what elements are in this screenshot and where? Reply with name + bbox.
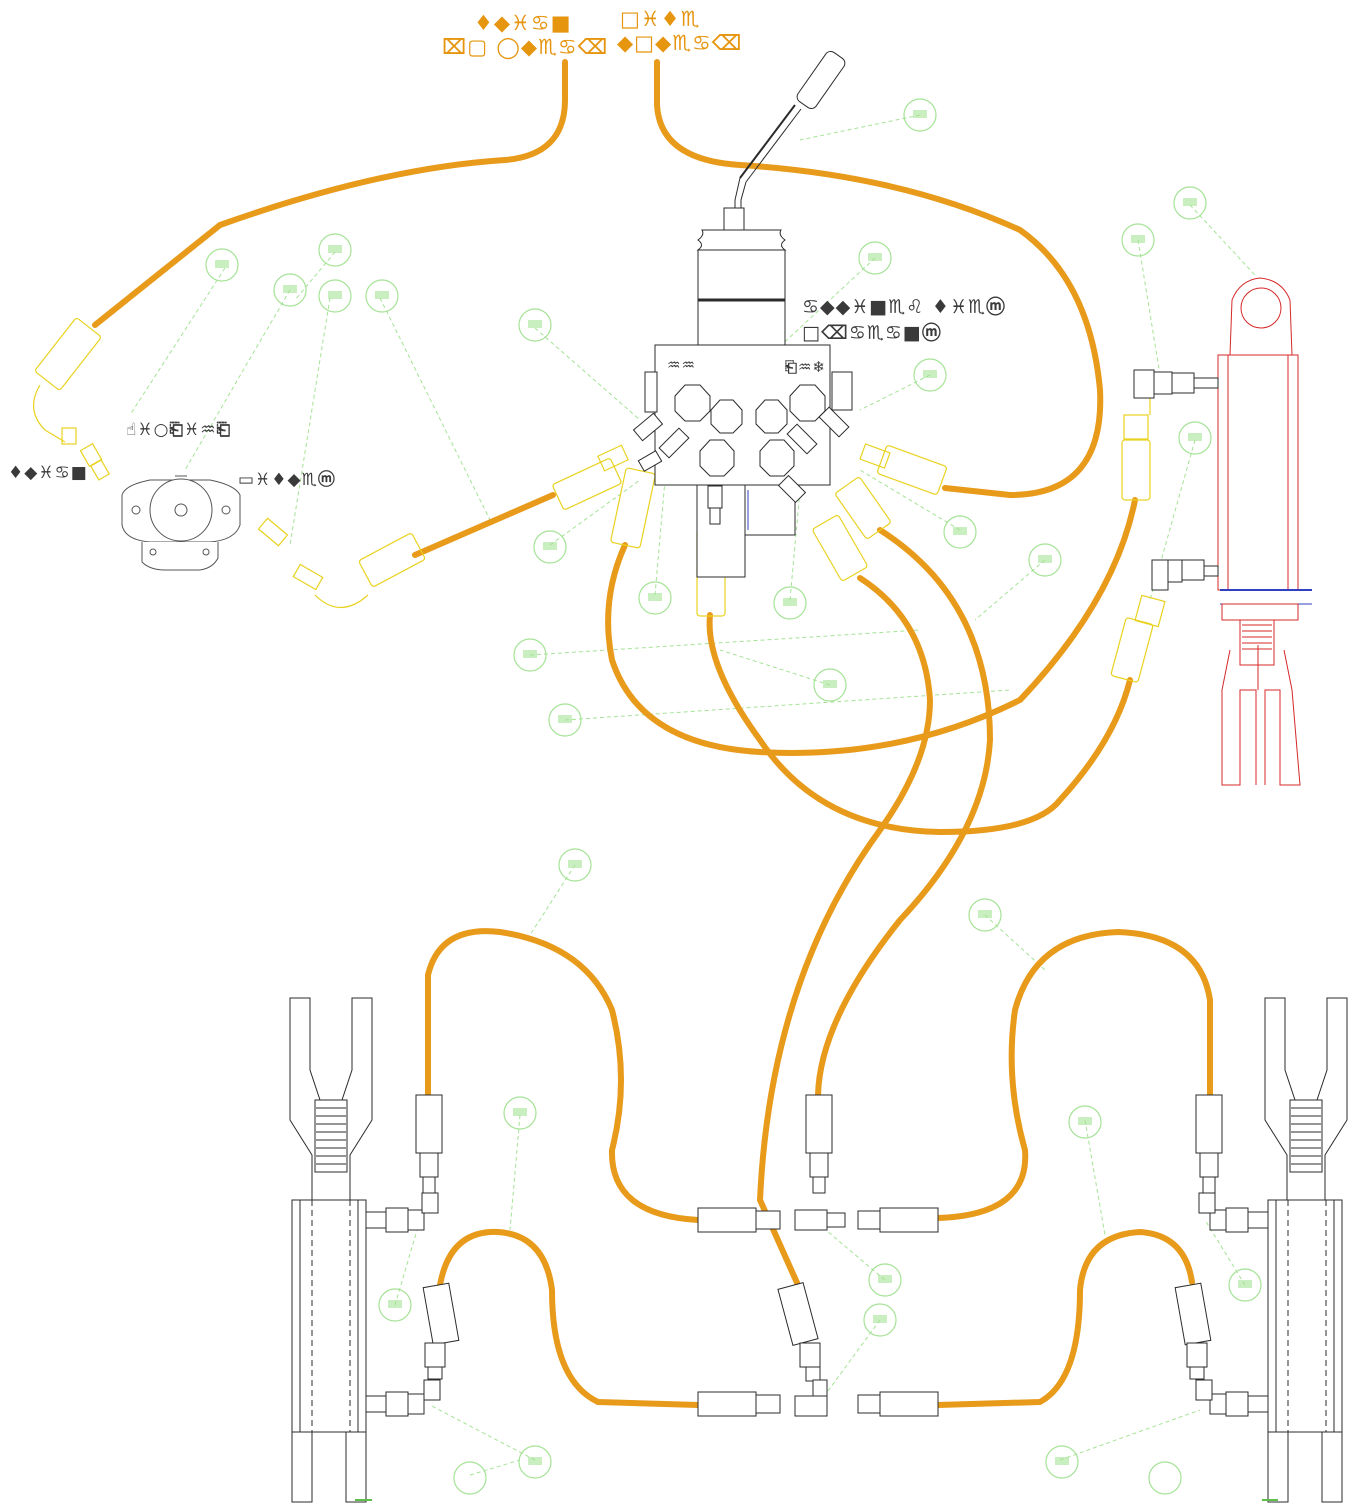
label-top-right-1: □♓♦♏ [620,7,701,31]
hose-left-upper [425,928,701,1223]
label-motor-left: ♦◆♓♋■ [8,463,88,483]
hose-top-right [654,59,1104,498]
hydraulic-cylinder-right [1217,277,1312,786]
hose-end-fittings [415,1094,1223,1417]
hose-valve-to-front-lower [757,575,933,1288]
hose-top-left [92,59,568,328]
front-left-cylinder [289,997,425,1503]
hose-right-lower [935,1229,1195,1408]
hose-left-lower [437,1228,701,1408]
hose-motor-to-valve [412,492,556,558]
callout-layer [129,98,1262,1495]
label-valve-port-a: ♒♒ [667,356,696,374]
label-valve-1: ♋◆◆♓■♏♌ ♦♓♏ⓜ [802,296,1007,318]
hose-layer [92,59,1213,1408]
label-top-right-2: ◆□◆♏♋⌫ [617,31,743,55]
front-right-cylinder [1209,997,1348,1503]
label-motor-right: ▭♓♦◆♏ⓜ [238,470,336,490]
label-valve-port-b: ⎗♒❄ [785,358,827,376]
hose-valve-to-front-upper [815,527,993,1098]
label-top-left-1: ♦◆♓♋■ [474,11,572,35]
label-top-left-2: ⌧▢ ◯◆♏♋⌫ [442,35,609,59]
label-valve-2: □⌫♋♏♋■ⓜ [802,322,942,344]
hose-valve-to-cyl-lower [706,612,1133,835]
cylinder-right-ports [1133,369,1219,591]
label-motor-title: ☝♓○⎗♓♒⎗ [126,420,232,440]
yellow-fittings [33,317,1166,683]
hydraulic-motor [121,475,241,571]
hose-valve-to-cyl-upper [605,497,1138,756]
control-valve [632,50,853,578]
hose-right-upper [935,929,1213,1221]
